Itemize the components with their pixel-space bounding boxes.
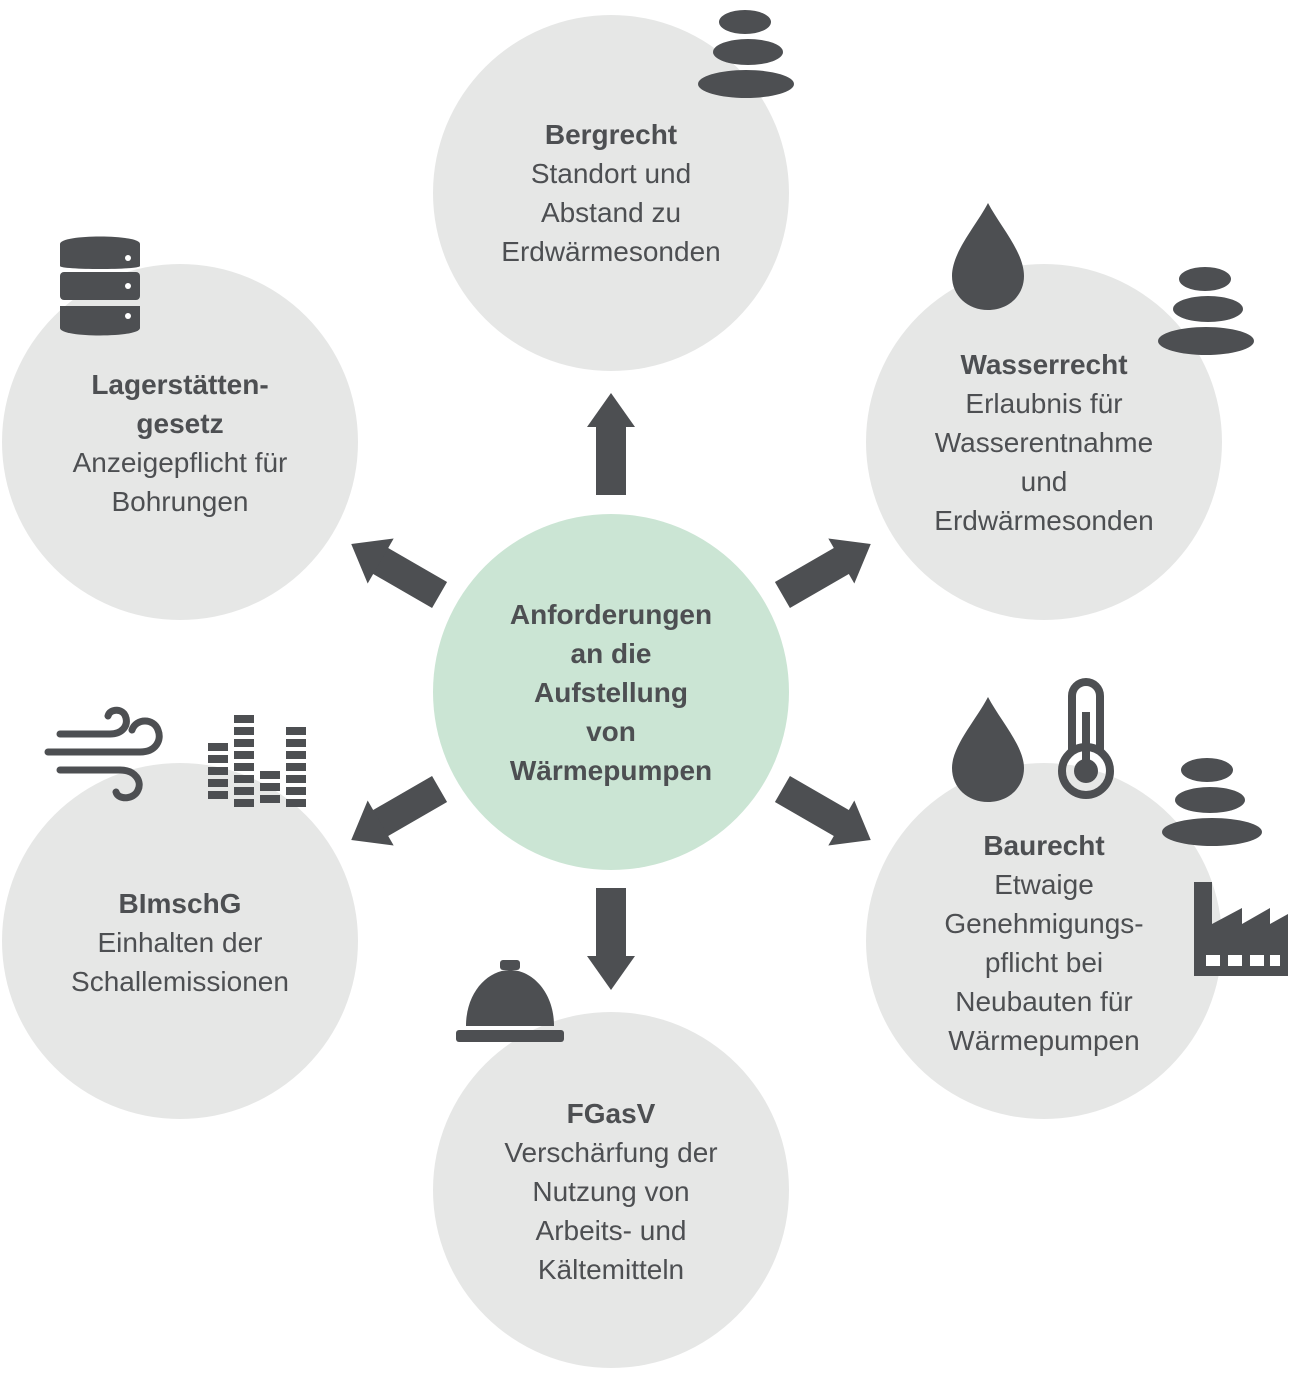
arrow-up-icon	[587, 393, 635, 495]
wind-icon	[44, 706, 163, 802]
database-icon	[60, 236, 140, 336]
center-line: von	[586, 716, 636, 747]
node-bimschg-text: BImschG Einhalten der Schallemissionen	[30, 884, 330, 1001]
equalizer-icon	[208, 715, 306, 807]
node-desc-line: Arbeits- und	[535, 1215, 687, 1246]
node-fgasv-text: FGasV Verschärfung der Nutzung von Arbei…	[461, 1094, 761, 1289]
node-title: BImschG	[118, 888, 242, 919]
center-line: an die	[570, 638, 652, 669]
node-desc-line: Erlaubnis für	[965, 388, 1123, 419]
node-desc-line: Wasserentnahme	[934, 427, 1154, 458]
node-desc-line: pflicht bei	[984, 947, 1104, 978]
node-circle-fgasv	[433, 1012, 789, 1368]
node-desc-line: Kältemitteln	[537, 1254, 685, 1285]
node-desc-line: Abstand zu	[540, 197, 682, 228]
node-baurecht-text: Baurecht Etwaige Genehmigungs- pflicht b…	[894, 826, 1194, 1060]
center-line: Wärmepumpen	[509, 755, 713, 786]
node-wasserrecht-text: Wasserrecht Erlaubnis für Wasserentnahme…	[894, 345, 1194, 540]
node-title: gesetz	[136, 408, 224, 439]
node-lagerstaetten-text: Lagerstätten- gesetz Anzeigepflicht für …	[30, 365, 330, 521]
arrow-up-left-icon	[351, 538, 448, 608]
node-desc-line: Verschärfung der	[504, 1137, 718, 1168]
node-desc-line: Einhalten der	[97, 927, 263, 958]
node-desc-line: Standort und	[530, 158, 692, 189]
node-desc-line: Schallemissionen	[71, 966, 289, 997]
stones-icon	[1162, 758, 1262, 846]
node-desc-line: Etwaige	[994, 869, 1094, 900]
arrow-down-left-icon	[351, 776, 448, 846]
arrow-down-right-icon	[774, 776, 871, 846]
center-text: Anforderungen an die Aufstellung von Wär…	[463, 595, 759, 790]
node-desc-line: Bohrungen	[111, 486, 249, 517]
center-line: Anforderungen	[509, 599, 713, 630]
node-desc-line: Erdwärmesonden	[501, 236, 721, 267]
stones-icon	[1158, 267, 1254, 355]
arrow-down-icon	[587, 888, 635, 990]
water-drop-icon	[952, 697, 1024, 802]
water-drop-icon	[952, 203, 1024, 310]
node-title: Wasserrecht	[960, 349, 1128, 380]
node-title: Bergrecht	[544, 119, 678, 150]
thermometer-fill	[1074, 712, 1098, 783]
node-desc-line: Erdwärmesonden	[934, 505, 1154, 536]
factory-icon	[1194, 882, 1288, 976]
node-bergrecht-text: Bergrecht Standort und Abstand zu Erdwär…	[463, 115, 759, 271]
center-line: Aufstellung	[534, 677, 688, 708]
node-desc-line: Genehmigungs-	[944, 908, 1144, 939]
node-circle-wasserrecht	[866, 264, 1222, 620]
node-desc-line: Neubauten für	[955, 986, 1133, 1017]
arrow-up-right-icon	[774, 538, 871, 608]
service-bell-icon	[456, 960, 564, 1042]
node-desc-line: Nutzung von	[532, 1176, 690, 1207]
stones-icon	[698, 10, 794, 98]
node-title: Lagerstätten-	[91, 369, 269, 400]
node-title: FGasV	[566, 1098, 656, 1129]
node-title: Baurecht	[983, 830, 1105, 861]
node-desc-line: Wärmepumpen	[948, 1025, 1140, 1056]
node-desc-line: Anzeigepflicht für	[72, 447, 288, 478]
center-circle	[433, 514, 789, 870]
node-circle-bimschg	[2, 763, 358, 1119]
node-desc-line: und	[1020, 466, 1068, 497]
node-circle-baurecht	[866, 763, 1222, 1119]
